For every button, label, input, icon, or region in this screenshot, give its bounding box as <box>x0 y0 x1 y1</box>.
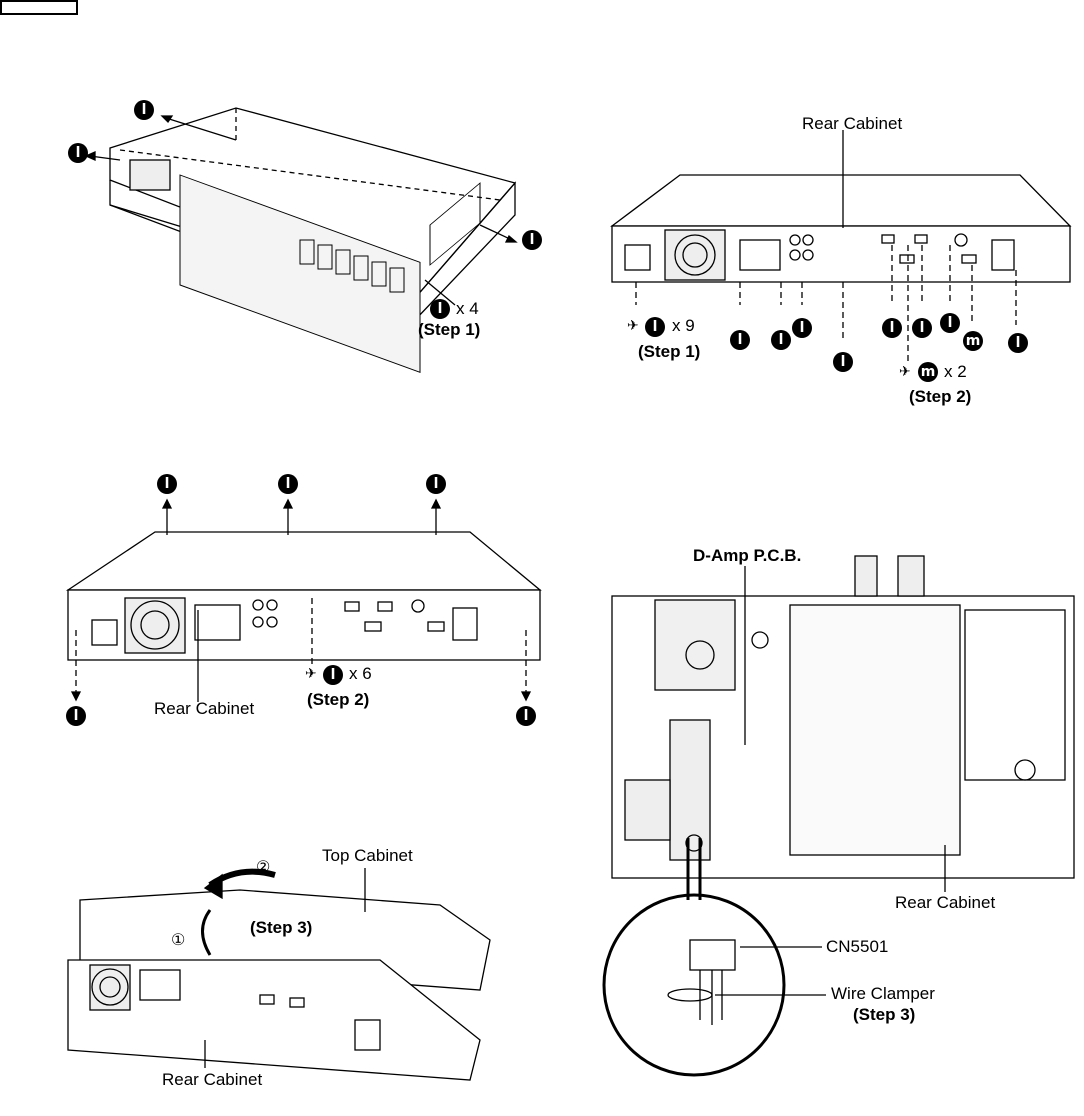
fig4-rear-cabinet-label: Rear Cabinet <box>162 1070 263 1089</box>
fig2-screw-qty-m: x 2 <box>944 362 967 381</box>
fig5-wire-clamper-label: Wire Clamper <box>831 984 935 1003</box>
fig5-cn5501-label: CN5501 <box>826 937 889 956</box>
fig4-unit-drawing <box>67 868 491 1081</box>
fig2-screw-mark-l-3: l <box>792 318 812 338</box>
fig2-screw-mark-l-8: l <box>1008 333 1028 353</box>
fig2-screw-icon-l: ✈ <box>627 318 639 334</box>
fig2-screw-mark-m-1: m <box>963 331 983 351</box>
fig3-screw-mark-l-qty: l <box>323 665 343 685</box>
fig2-screw-mark-l-7: l <box>940 313 960 333</box>
fig5-unit-drawing <box>602 555 1075 1077</box>
fig2-rear-cabinet-label: Rear Cabinet <box>802 114 903 133</box>
fig3-screw-mark-l-bottom-right: l <box>516 706 536 726</box>
fig5-rear-cabinet-label: Rear Cabinet <box>895 893 996 912</box>
fig4-arrow-number-2: ② <box>256 859 271 876</box>
fig2-screw-mark-l-1: l <box>730 330 750 350</box>
fig2-screw-mark-l-6: l <box>912 318 932 338</box>
fig4-step-label: (Step 3) <box>250 918 313 937</box>
fig2-step2-label: (Step 2) <box>909 387 972 406</box>
fig1-screw-mark-l-right: l <box>522 230 542 250</box>
fig3-screw-mark-l-bottom-left: l <box>66 706 86 726</box>
fig3-screw-qty: x 6 <box>349 664 372 683</box>
fig1-screw-mark-l-qty: l <box>430 299 450 319</box>
fig2-screw-mark-l-5: l <box>882 318 902 338</box>
fig2-screw-mark-l-2: l <box>771 330 791 350</box>
fig1-screw-mark-l-left: l <box>68 143 88 163</box>
fig3-unit-drawing <box>65 498 542 702</box>
fig1-screw-qty: x 4 <box>456 299 479 318</box>
fig3-screw-icon: ✈ <box>305 666 317 682</box>
fig4-arrow-number-1: ① <box>171 932 186 949</box>
fig1-screw-mark-l-top: l <box>134 100 154 120</box>
fig2-screw-mark-l-qty: l <box>645 317 665 337</box>
fig2-unit-drawing <box>610 130 1072 365</box>
fig3-screw-mark-l-top-1: l <box>157 474 177 494</box>
fig3-screw-mark-l-top-3: l <box>426 474 446 494</box>
fig2-step1-label: (Step 1) <box>638 342 701 361</box>
fig1-unit-drawing <box>84 107 518 374</box>
fig5-step-label: (Step 3) <box>853 1005 916 1024</box>
fig2-screw-icon-m: ✈ <box>899 364 911 380</box>
fig2-screw-mark-m-qty: m <box>918 362 938 382</box>
fig5-d-amp-pcb-label: D-Amp P.C.B. <box>693 546 802 565</box>
fig4-top-cabinet-label: Top Cabinet <box>322 846 413 865</box>
page-corner-box <box>0 0 78 15</box>
fig3-rear-cabinet-label: Rear Cabinet <box>154 699 255 718</box>
fig3-screw-mark-l-top-2: l <box>278 474 298 494</box>
fig2-screw-mark-l-4: l <box>833 352 853 372</box>
fig2-screw-qty-l: x 9 <box>672 316 695 335</box>
fig3-step-label: (Step 2) <box>307 690 370 709</box>
fig1-step-label: (Step 1) <box>418 320 481 339</box>
